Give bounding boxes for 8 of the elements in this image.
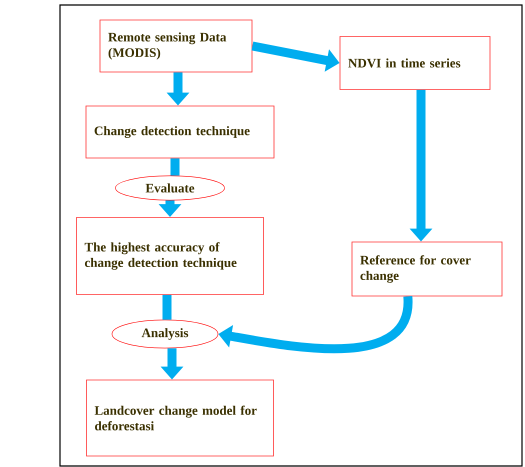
process-box: Reference for cover change [352, 242, 502, 296]
process-box: Remote sensing Data (MODIS) [100, 20, 252, 72]
process-box: The highest accuracy of change detection technique [76, 217, 264, 295]
process-box: Landcover change model for deforestasi [86, 380, 274, 456]
ellipse-label: Analysis [112, 320, 218, 348]
process-box: Change detection technique [86, 106, 274, 158]
ellipse-label: Evaluate [115, 176, 225, 200]
process-box: NDVI in time series [340, 36, 490, 90]
